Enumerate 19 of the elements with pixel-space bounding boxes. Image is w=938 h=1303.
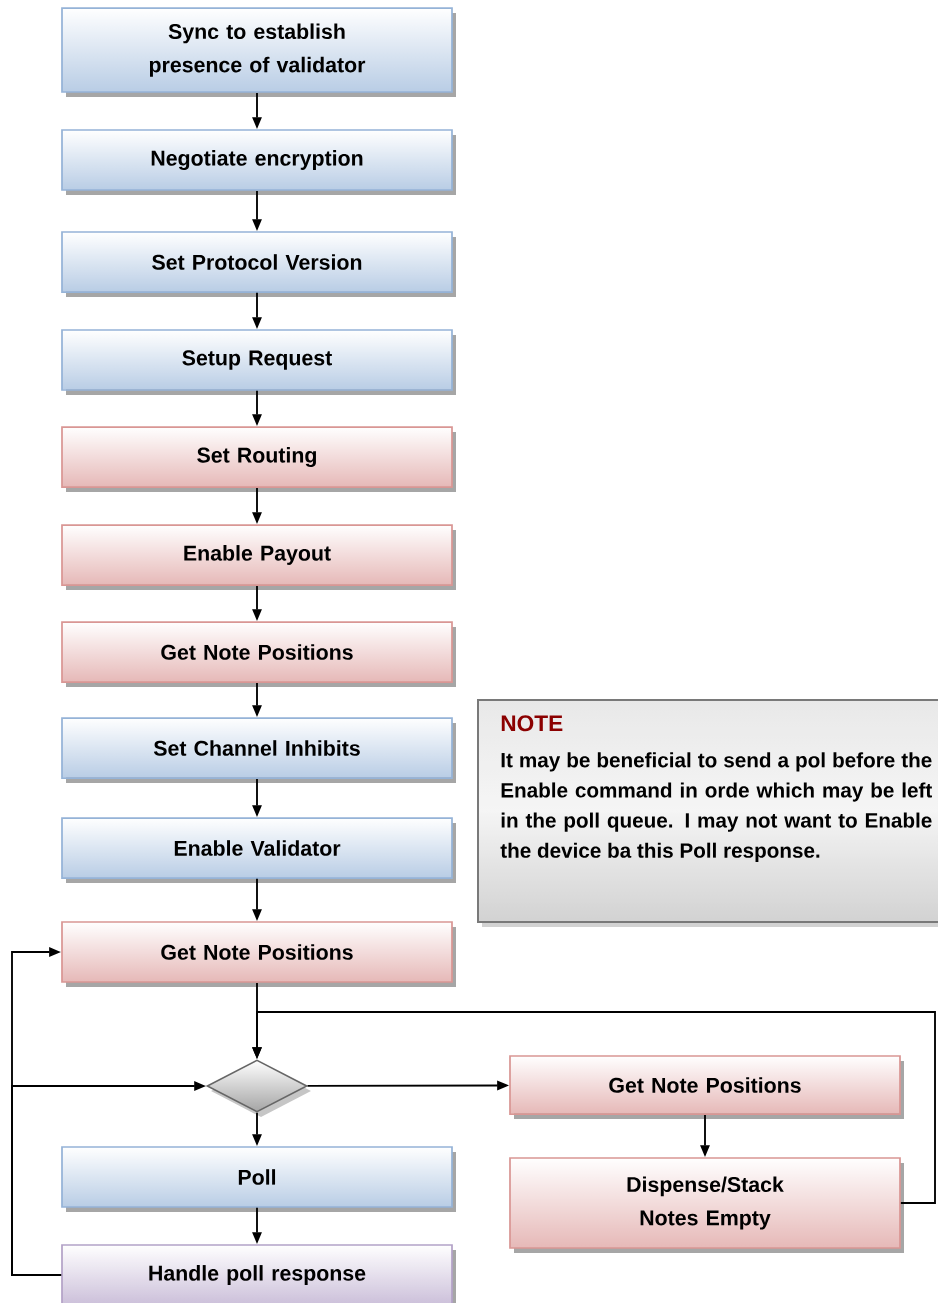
process-box: Enable Payout <box>61 524 456 590</box>
process-box: Sync to establish presence of validator <box>61 7 456 97</box>
process-box: Dispense/Stack Notes Empty <box>509 1157 904 1253</box>
process-box: Get Note Positions <box>509 1055 904 1119</box>
process-box: Setup Request <box>61 329 456 395</box>
process-box: Negotiate encryption <box>61 129 456 195</box>
decision-diamond <box>205 1059 311 1117</box>
process-box: Set Routing <box>61 426 456 492</box>
arrow <box>252 1011 936 1204</box>
process-box: Handle poll response <box>61 1244 456 1303</box>
process-box: Poll <box>61 1146 456 1212</box>
process-box: Set Protocol Version <box>61 231 456 297</box>
note-box <box>477 699 938 927</box>
process-box: Get Note Positions <box>61 621 456 687</box>
note-heading: NOTE <box>501 715 563 732</box>
process-box: Enable Validator <box>61 817 456 883</box>
process-box: Get Note Positions <box>61 921 456 987</box>
note-text: It may be beneficial to send a pol before the Enable command in orde which may be left in the poll queue. I may not want to Enable the device ba this Poll response. <box>500 752 932 862</box>
process-box: Set Channel Inhibits <box>61 717 456 783</box>
